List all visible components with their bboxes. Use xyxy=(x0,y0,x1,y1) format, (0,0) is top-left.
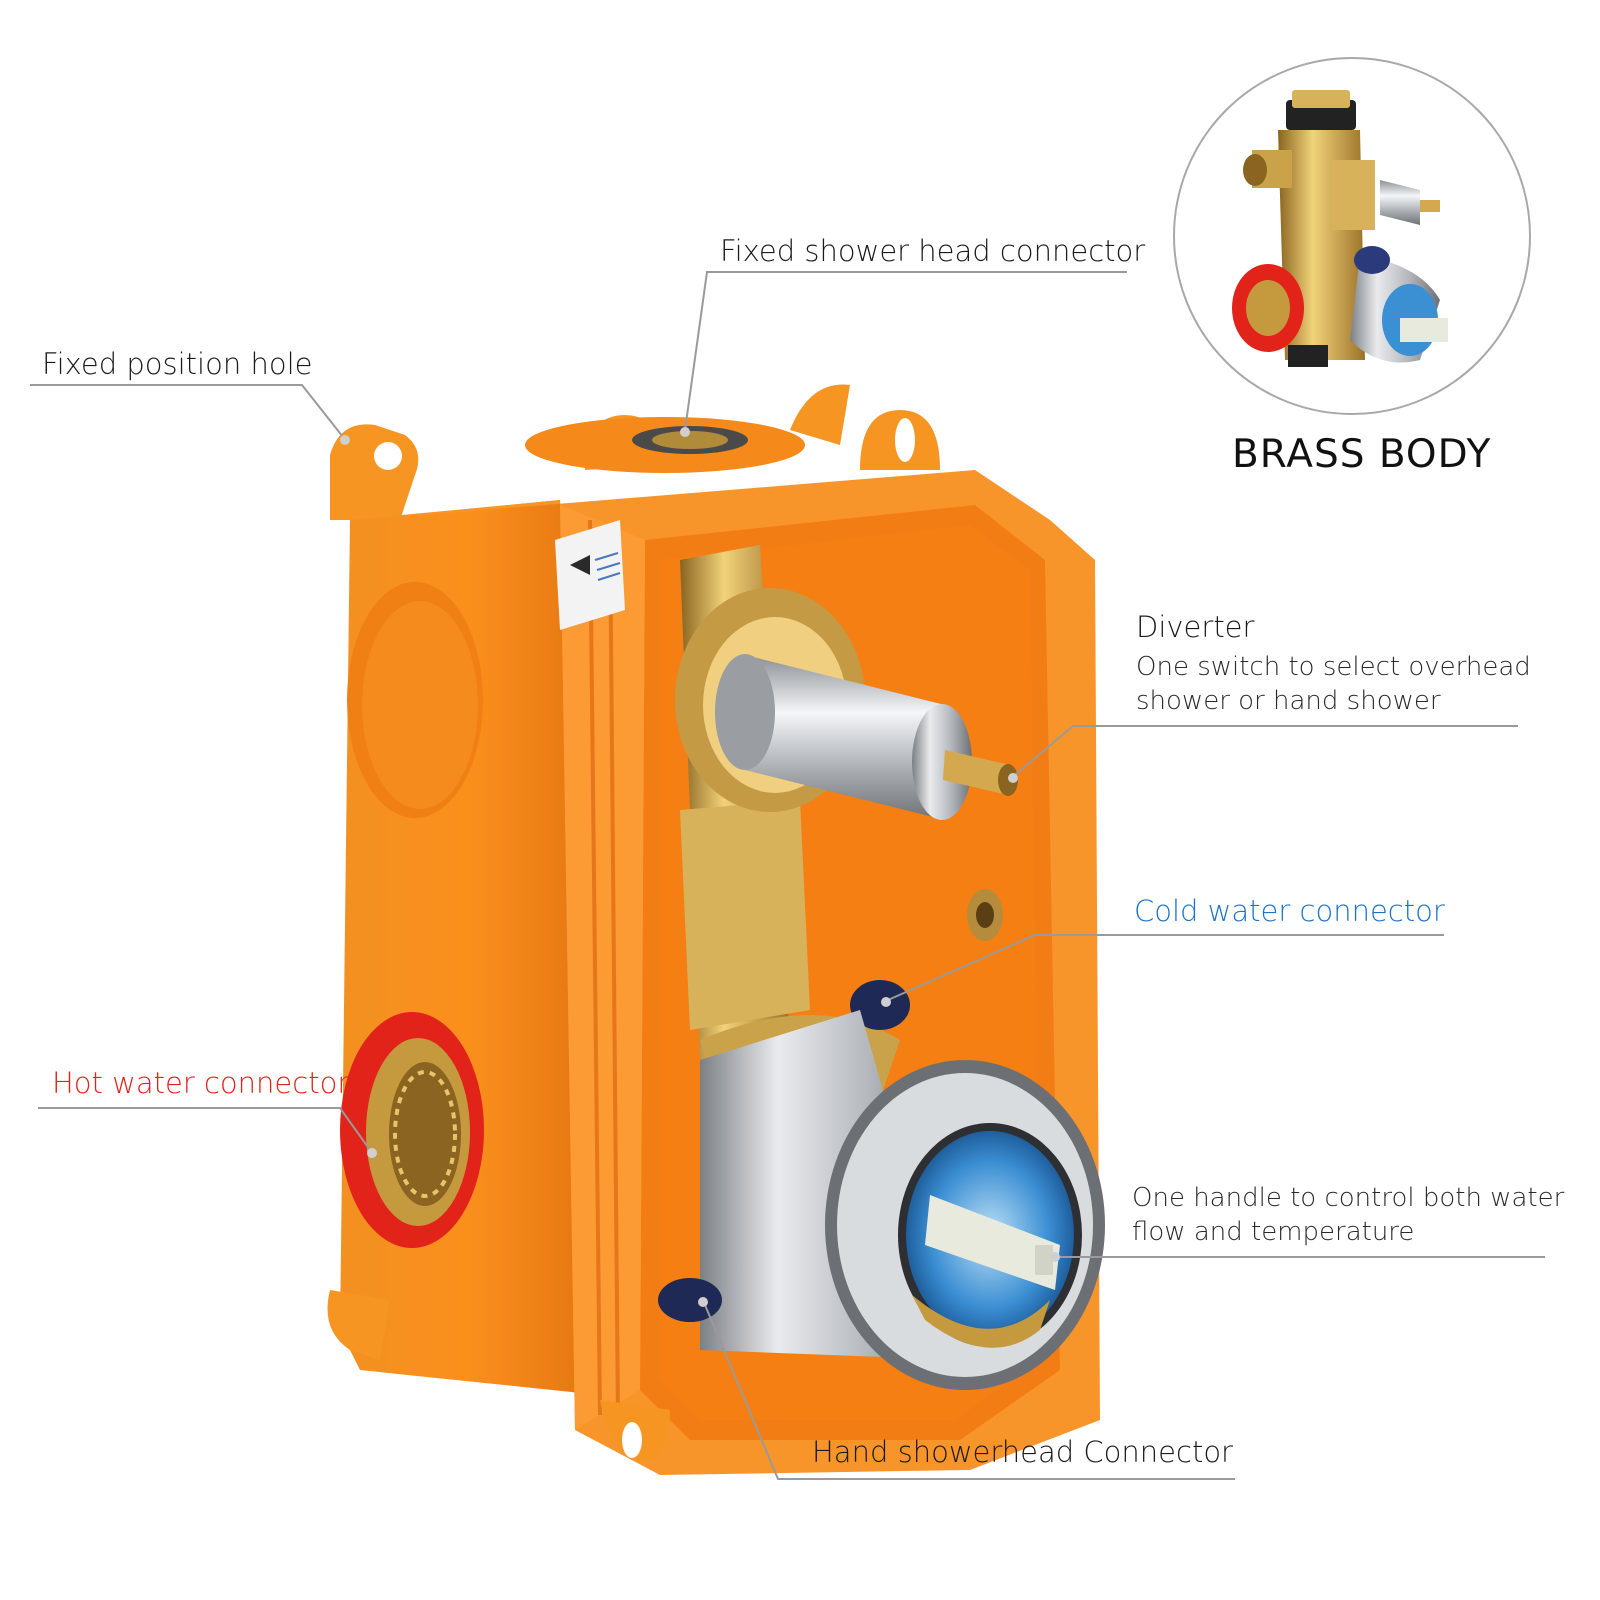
label-diverter-desc-2: shower or hand shower xyxy=(1136,686,1441,716)
leader-fixed-shower-head xyxy=(684,271,1127,431)
hand-shower-outlet xyxy=(658,1278,722,1322)
label-cold-water-connector: Cold water connector xyxy=(1134,894,1445,928)
hot-water-port xyxy=(340,1012,484,1248)
label-fixed-position-hole: Fixed position hole xyxy=(42,347,313,381)
diverter-spindle xyxy=(675,588,1018,820)
label-diverter: Diverter xyxy=(1136,610,1255,644)
label-diverter-desc-1: One switch to select overhead xyxy=(1136,652,1531,682)
label-fixed-shower-head-connector: Fixed shower head connector xyxy=(720,234,1146,268)
mixing-cartridge xyxy=(700,1010,1105,1390)
leader-hand-shower xyxy=(704,1304,1235,1480)
label-brass-body: BRASS BODY xyxy=(1232,432,1492,477)
leader-lines xyxy=(30,271,1545,1480)
leader-diverter xyxy=(1014,725,1518,776)
label-handle-desc-2: flow and temperature xyxy=(1132,1217,1415,1247)
leader-fixed-position-hole xyxy=(30,384,344,438)
leader-hot-water xyxy=(38,1107,371,1151)
leader-cold-water xyxy=(887,934,1444,1001)
brass-body-inset xyxy=(1173,57,1531,415)
label-handle-desc-1: One handle to control both water xyxy=(1132,1183,1565,1213)
label-hand-showerhead-connector: Hand showerhead Connector xyxy=(812,1435,1233,1469)
label-hot-water-connector: Hot water connector xyxy=(52,1066,350,1100)
